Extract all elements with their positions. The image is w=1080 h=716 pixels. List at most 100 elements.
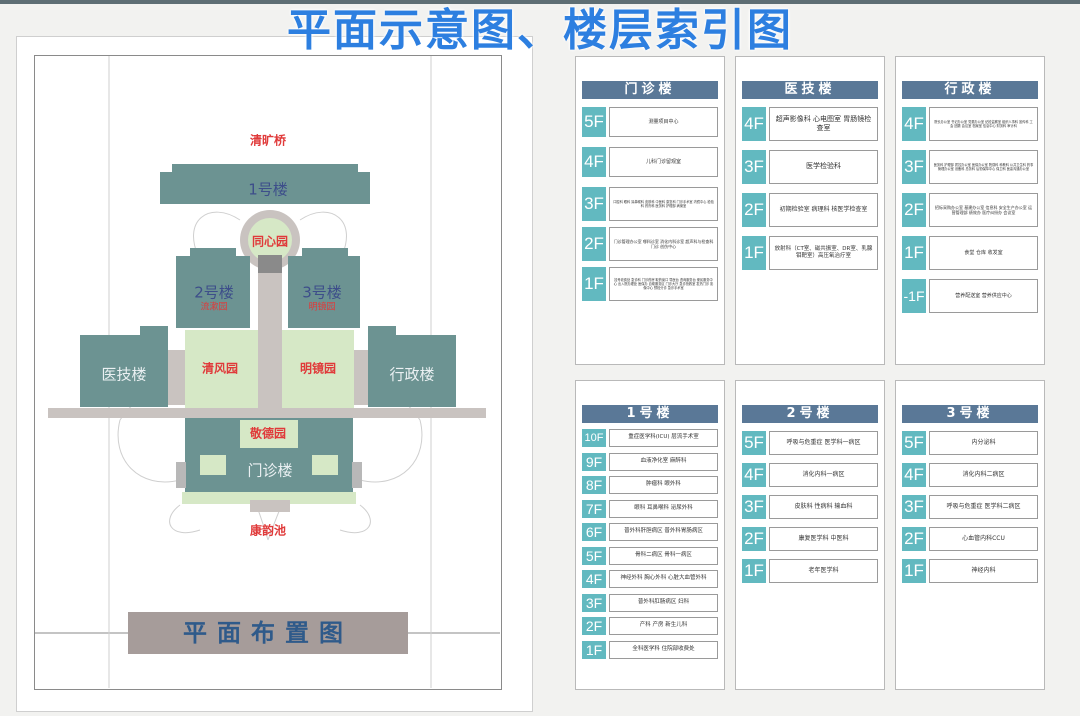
floor-number: 3F bbox=[582, 187, 606, 221]
panel-title: 行政楼 bbox=[902, 81, 1038, 99]
floor-number: 6F bbox=[582, 523, 606, 541]
floor-departments: 院长办公室 书记办公室 党委办公室 纪检监察室 组织人事科 宣传科 工会 团委 … bbox=[929, 107, 1038, 141]
floor-number: 2F bbox=[902, 193, 926, 227]
yiji-building-label: 医技楼 bbox=[101, 365, 147, 384]
floor-departments: 老年医学科 bbox=[769, 559, 878, 583]
building-2-label: 2号楼 bbox=[194, 283, 234, 302]
floor-number: 1F bbox=[902, 559, 926, 583]
floor-departments: 营养配送室 营养供应中心 bbox=[929, 279, 1038, 313]
floor-departments: 全科医学科 住院部收费处 bbox=[609, 640, 718, 659]
floor-departments: 口腔科 眼科 耳鼻喉科 皮肤科 中医科 康复科 门诊手术室 内镜中心 检验科 药… bbox=[609, 187, 718, 221]
panel-title: 门诊楼 bbox=[582, 81, 718, 99]
floor-departments: 普外科肛肠病区 妇科 bbox=[609, 593, 718, 612]
floor-departments: 重症医学科(ICU) 层流手术室 bbox=[609, 429, 718, 447]
floor-number: 2F bbox=[582, 617, 606, 635]
building-3-sub-label: 明镜园 bbox=[308, 302, 336, 313]
floor-departments: 呼吸与危重症 医学科一病区 bbox=[769, 431, 878, 455]
floor-plan-banner: 平面布置图 bbox=[128, 612, 408, 654]
floor-departments: 心血管内科CCU bbox=[929, 527, 1038, 551]
floor-number: 4F bbox=[742, 107, 766, 141]
floor-number: 3F bbox=[902, 150, 926, 184]
floor-departments: 皮肤科 性病科 输血科 bbox=[769, 495, 878, 519]
floor-departments: 骨科二病区 骨科一病区 bbox=[609, 546, 718, 565]
qingfeng-garden-label: 清风园 bbox=[201, 361, 239, 376]
floor-departments: 食堂 仓库 收发室 bbox=[929, 236, 1038, 270]
floor-departments: 普外科肝胆病区 普外科胃肠病区 bbox=[609, 523, 718, 541]
floor-departments: 神经内科 bbox=[929, 559, 1038, 583]
floor-number: 3F bbox=[902, 495, 926, 519]
floor-departments: 消化内科二病区 bbox=[929, 463, 1038, 487]
mingjing-garden-label: 明镜园 bbox=[299, 361, 337, 376]
kangyun-pond-label: 康韵池 bbox=[249, 523, 287, 538]
panel-title: 3号楼 bbox=[902, 405, 1038, 423]
floor-number: 7F bbox=[582, 499, 606, 518]
floor-departments: 测量项目中心 bbox=[609, 107, 718, 137]
xingzheng-building-label: 行政楼 bbox=[389, 365, 435, 384]
floor-number: 3F bbox=[742, 495, 766, 519]
floor-number: 2F bbox=[582, 227, 606, 261]
building-1-label: 1号楼 bbox=[248, 180, 288, 199]
floor-number: 1F bbox=[582, 640, 606, 659]
tongxin-garden-label: 同心园 bbox=[251, 234, 289, 249]
jingde-garden-label: 敬德园 bbox=[249, 426, 287, 441]
floor-number: 4F bbox=[582, 570, 606, 588]
floor-departments: 儿科门诊留观室 bbox=[609, 147, 718, 177]
floor-number: 1F bbox=[582, 267, 606, 301]
floor-number: 2F bbox=[742, 527, 766, 551]
floor-departments: 招标采购办公室 基建办公室 信息科 安全生产办公室 运营管理部 绩效办 医疗纠纷… bbox=[929, 193, 1038, 227]
panel-title: 1号楼 bbox=[582, 405, 718, 423]
floor-departments: 内分泌科 bbox=[929, 431, 1038, 455]
page-title: 平面示意图、楼层索引图 bbox=[287, 5, 793, 56]
floor-number: 3F bbox=[582, 593, 606, 612]
floor-departments: 医务科 护理部 质控办公室 医保办公室 院感科 科教科 公共卫生科 药事管理办公… bbox=[929, 150, 1038, 184]
floor-number: 5F bbox=[582, 107, 606, 137]
floor-departments: 门诊管理办公室 哪科诊室 消化内科诊室 超声科与检查科门诊 创伤中心 bbox=[609, 227, 718, 261]
floor-number: 5F bbox=[582, 546, 606, 565]
floor-number: 2F bbox=[902, 527, 926, 551]
floor-number: 4F bbox=[902, 107, 926, 141]
floor-departments: 肿瘤科 眼外科 bbox=[609, 476, 718, 494]
floor-departments: 消化内科一病区 bbox=[769, 463, 878, 487]
floor-number: 9F bbox=[582, 452, 606, 471]
floor-number: 1F bbox=[902, 236, 926, 270]
floor-departments: 血液净化室 麻醉科 bbox=[609, 452, 718, 471]
floor-number: 3F bbox=[742, 150, 766, 184]
floor-departments: 超声影像科 心电图室 胃肠镜检查室 bbox=[769, 107, 878, 141]
floor-number: 5F bbox=[902, 431, 926, 455]
top-edge-bar bbox=[0, 0, 1080, 4]
floor-departments: 放射科（CT室、磁共振室、DR室、乳腺钼靶室）高压氧治疗室 bbox=[769, 236, 878, 270]
building-2-sub-label: 流漱园 bbox=[200, 302, 228, 313]
floor-number: 10F bbox=[582, 429, 606, 447]
floor-departments: 挂号收费处 急诊科 门诊药房 取药窗口 导医台 咨询服务台 便民服务中心 出入院… bbox=[609, 267, 718, 301]
